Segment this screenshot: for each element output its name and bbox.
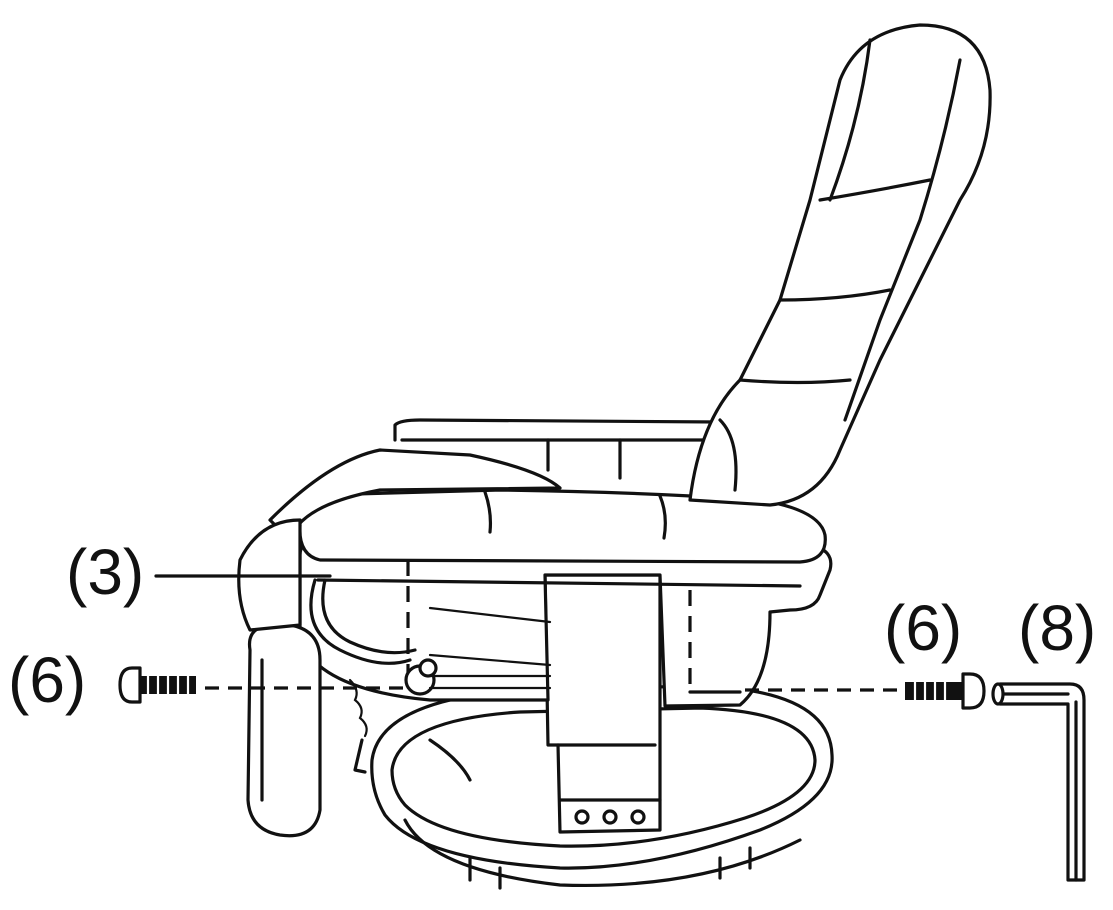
recline-mechanism bbox=[309, 578, 552, 774]
bolt-icon bbox=[118, 666, 196, 704]
allen-key-icon bbox=[991, 682, 1086, 882]
mounting-bracket bbox=[543, 558, 667, 834]
bolt-icon bbox=[905, 672, 986, 710]
backrest bbox=[688, 23, 992, 507]
armrest bbox=[268, 418, 722, 542]
callout-label-6-right: (6) bbox=[884, 592, 963, 664]
callout-label-8: (8) bbox=[1018, 592, 1097, 664]
callout-label-6-left: (6) bbox=[8, 644, 87, 716]
callout-label-3: (3) bbox=[66, 536, 145, 608]
